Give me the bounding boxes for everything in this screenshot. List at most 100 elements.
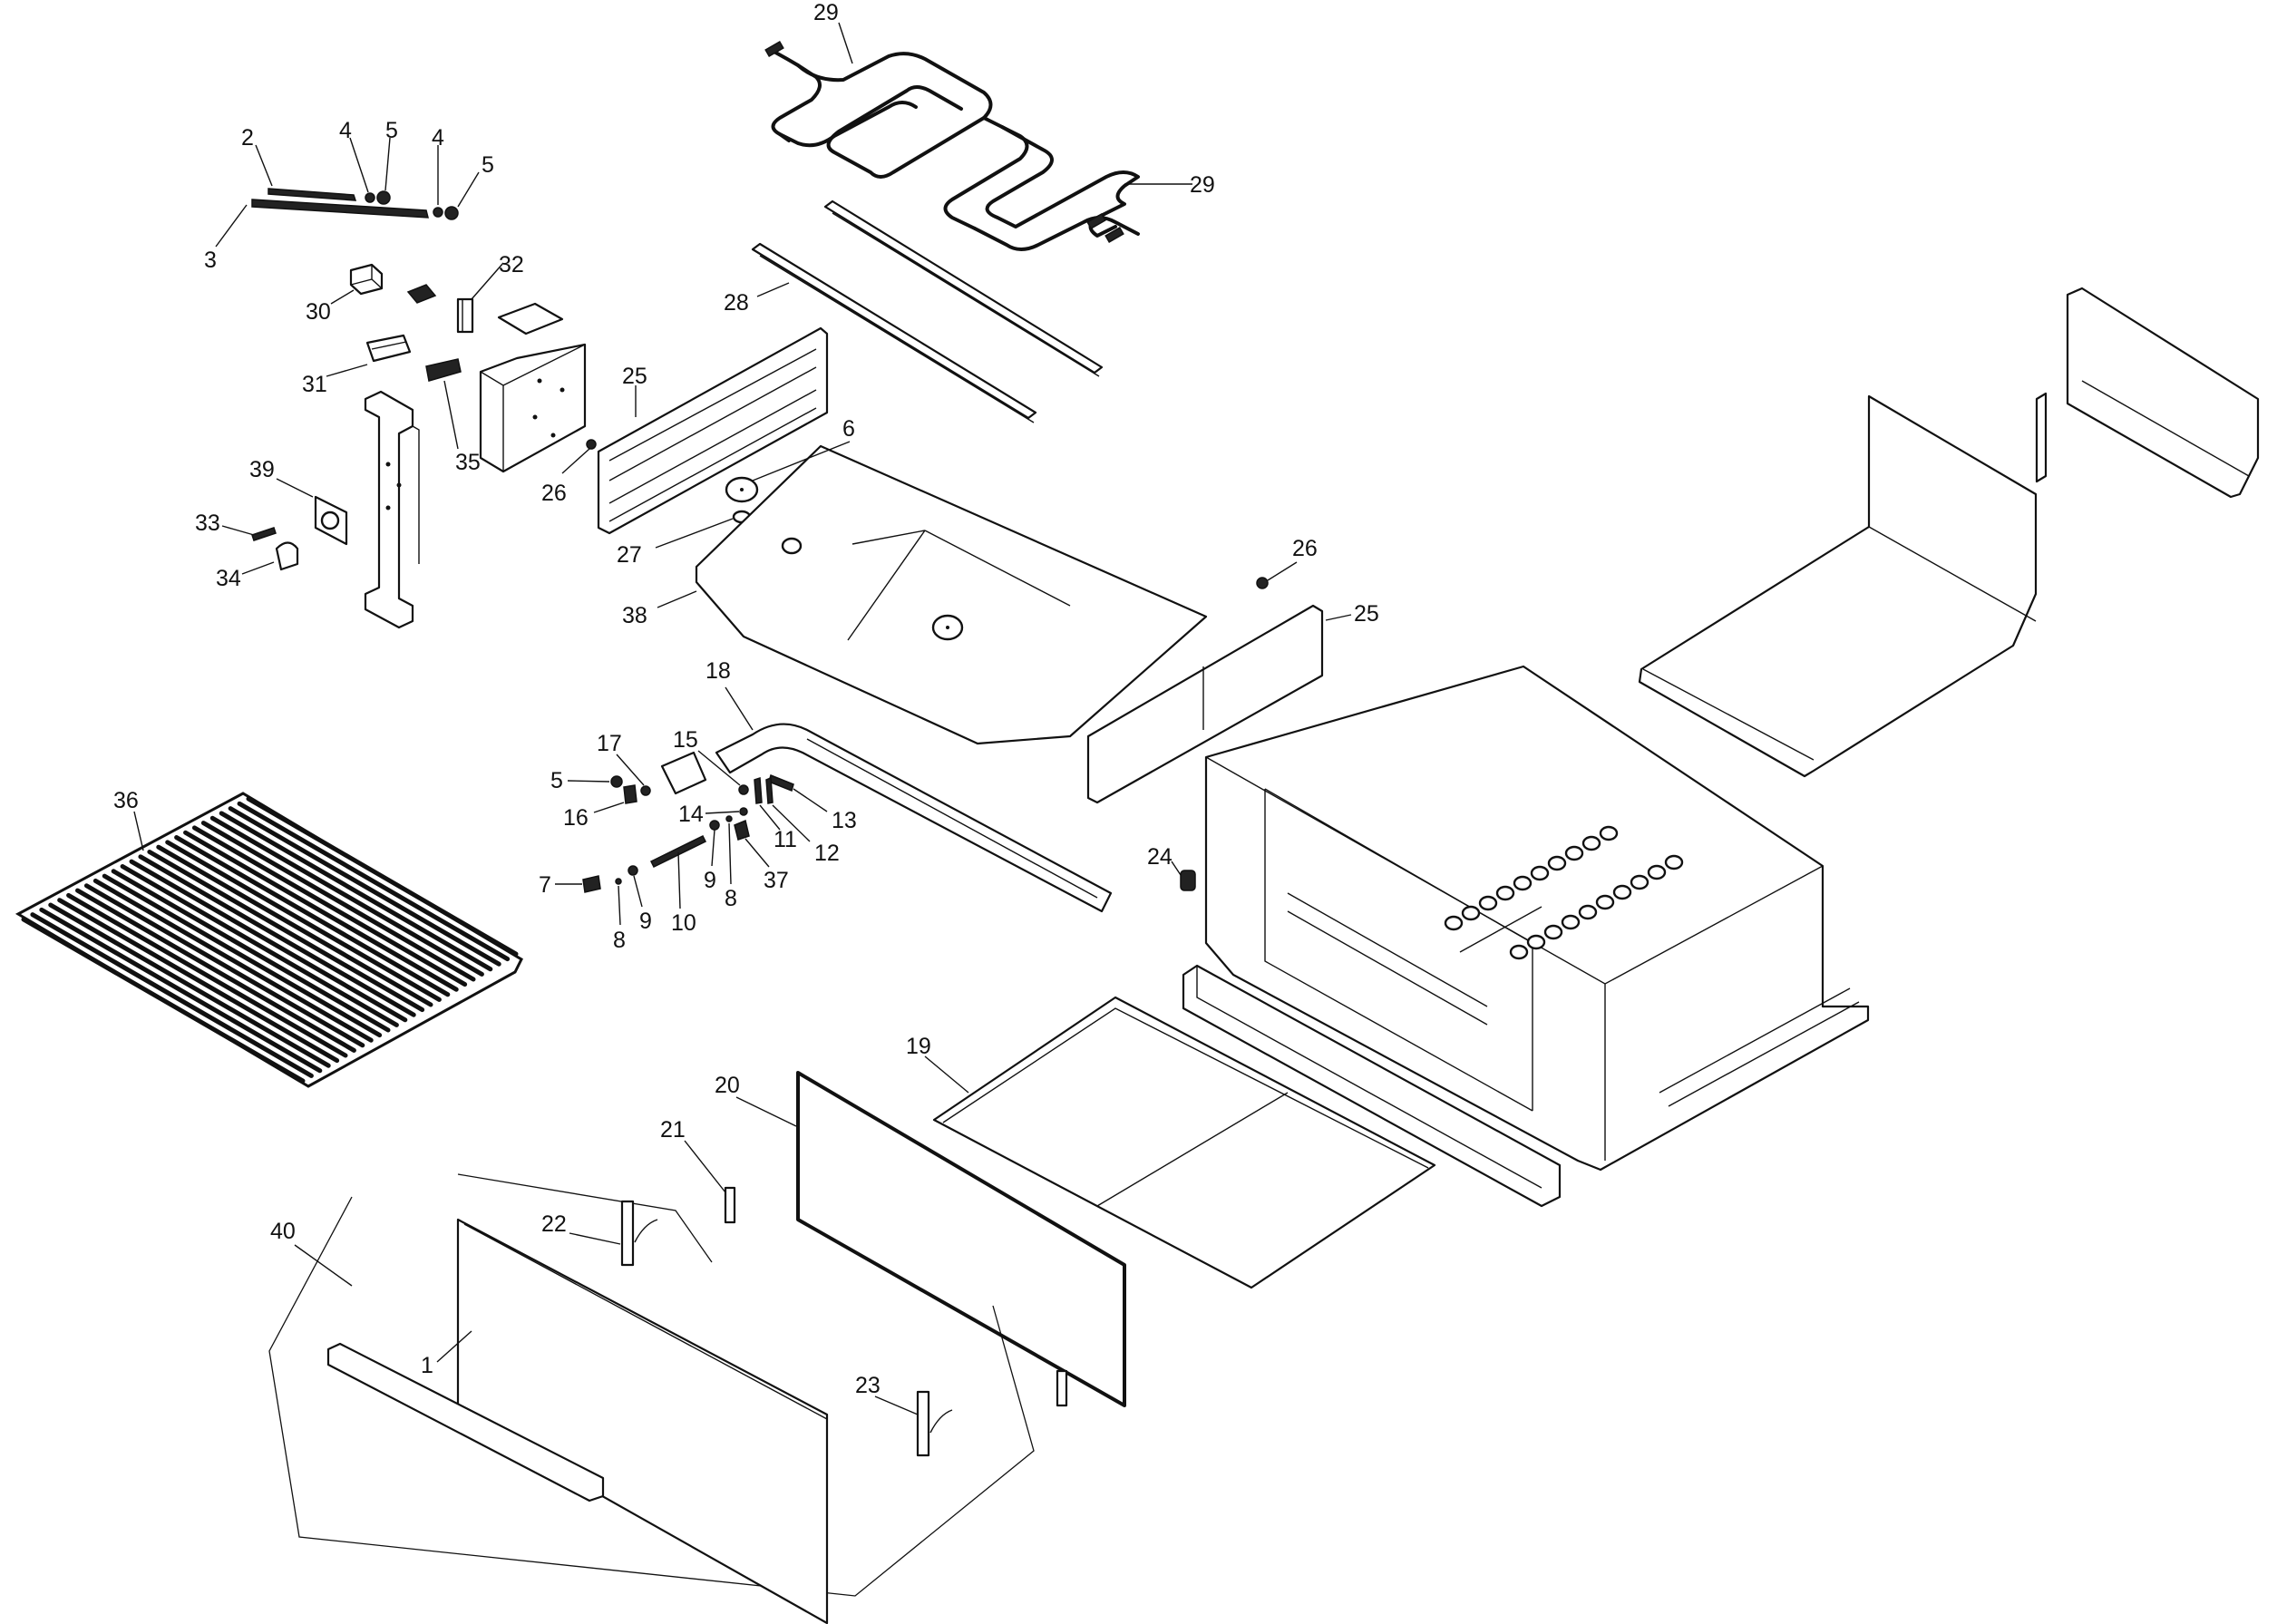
- kick-plate[interactable]: [1182, 964, 1562, 1208]
- callout-5a: 5: [385, 118, 398, 143]
- callout-13: 13: [832, 808, 857, 833]
- bracket-32[interactable]: [456, 297, 474, 334]
- igniter-13[interactable]: [768, 773, 794, 793]
- burner-port: [1599, 825, 1619, 841]
- door-gasket-20[interactable]: [796, 1071, 1126, 1407]
- rack-bar: [66, 892, 348, 1058]
- callout-5b: 5: [482, 152, 494, 178]
- spring-clip-17[interactable]: [640, 785, 651, 796]
- fastener-26-right[interactable]: [1256, 577, 1269, 589]
- fastener-26-left[interactable]: [586, 439, 597, 450]
- hinge-bar-3[interactable]: [251, 199, 429, 219]
- side-rack-guide-25-right[interactable]: [1086, 604, 1324, 804]
- knob-screw-33[interactable]: [251, 527, 277, 541]
- callout-31: 31: [302, 372, 327, 397]
- rack-bar: [191, 825, 468, 987]
- screw-4a[interactable]: [365, 192, 375, 203]
- rack-rail-upper[interactable]: [823, 199, 1104, 377]
- light-lens-6[interactable]: [725, 476, 759, 503]
- callout-1: 1: [421, 1353, 433, 1378]
- burner-port: [1561, 914, 1581, 930]
- washer-9a[interactable]: [709, 820, 720, 831]
- side-rack-guide-25-left[interactable]: [597, 326, 829, 535]
- rack-bar: [39, 907, 323, 1074]
- side-strip[interactable]: [2035, 392, 2048, 483]
- callout-3: 3: [204, 248, 217, 273]
- callout-7: 7: [539, 872, 551, 898]
- relay-30[interactable]: [349, 263, 384, 296]
- door-hinge-22[interactable]: [620, 1200, 658, 1267]
- callout-20: 20: [715, 1073, 740, 1098]
- callout-8b: 8: [613, 928, 626, 953]
- spring-10[interactable]: [649, 834, 707, 869]
- rack-bar: [200, 821, 476, 982]
- burner-port: [1526, 934, 1546, 950]
- screw-15[interactable]: [738, 784, 749, 795]
- mount-plate[interactable]: [497, 302, 564, 335]
- side-panel-upper[interactable]: [2066, 287, 2260, 499]
- burner-port: [1513, 875, 1533, 891]
- callout-22: 22: [541, 1211, 567, 1237]
- burner-ports-row-top: [1444, 825, 1619, 931]
- switch-bezel-39[interactable]: [314, 495, 348, 546]
- hinge-bar-2[interactable]: [268, 188, 357, 201]
- burner-port: [1543, 924, 1563, 940]
- screw-8a[interactable]: [725, 815, 733, 822]
- callout-30: 30: [306, 299, 331, 325]
- rack-bar: [246, 796, 519, 957]
- door-hinge-23[interactable]: [916, 1390, 953, 1457]
- callout-39: 39: [249, 457, 275, 482]
- rack-bar: [83, 883, 365, 1048]
- heating-element-29[interactable]: [764, 41, 1140, 251]
- nut-5a[interactable]: [376, 190, 391, 205]
- rack-bar: [183, 830, 459, 992]
- bracket-12[interactable]: [765, 776, 774, 804]
- orifice-7[interactable]: [582, 875, 601, 893]
- callout-11: 11: [774, 827, 797, 852]
- side-panel-floor[interactable]: [1638, 394, 2038, 778]
- burner-port: [1595, 894, 1615, 910]
- leveling-leg-24[interactable]: [1180, 870, 1196, 891]
- burner-port: [1664, 854, 1684, 870]
- connector-35[interactable]: [425, 358, 462, 382]
- rack-bar: [111, 869, 391, 1033]
- screw-8b[interactable]: [615, 878, 622, 885]
- door-handle-1[interactable]: [326, 1342, 605, 1502]
- oven-rack-36[interactable]: [15, 792, 523, 1088]
- callout-29-right: 29: [1190, 172, 1215, 198]
- hinge-receptacle-lower[interactable]: [1056, 1369, 1068, 1407]
- nut-5b[interactable]: [444, 206, 459, 220]
- callout-23: 23: [855, 1373, 881, 1398]
- rack-bar: [48, 902, 331, 1068]
- callout-9a: 9: [704, 868, 716, 893]
- bracket-small[interactable]: [406, 284, 437, 304]
- burner-port: [1509, 944, 1529, 960]
- callout-27: 27: [617, 542, 642, 568]
- callout-5c: 5: [550, 768, 563, 793]
- washer-9b[interactable]: [628, 865, 638, 876]
- clip-11[interactable]: [754, 776, 763, 804]
- terminal-block-31[interactable]: [365, 334, 412, 363]
- oven-body[interactable]: [1204, 665, 1870, 1172]
- drawer-bottom-19[interactable]: [932, 996, 1436, 1289]
- hinge-receptacle-21[interactable]: [724, 1186, 736, 1224]
- screw-4b[interactable]: [433, 207, 443, 218]
- rack-bar: [156, 844, 433, 1007]
- rack-bar: [102, 873, 383, 1038]
- rack-bar: [209, 815, 484, 977]
- rack-bar: [165, 840, 442, 1002]
- bracket-16[interactable]: [623, 784, 637, 804]
- burner-tube-18[interactable]: [660, 723, 1113, 913]
- control-knob-34[interactable]: [275, 541, 299, 571]
- rack-rail-28[interactable]: [751, 242, 1037, 423]
- door-assembly-40-outline: [268, 1173, 1035, 1597]
- burner-port: [1647, 864, 1667, 880]
- washer-14[interactable]: [739, 807, 748, 816]
- callout-4b: 4: [432, 125, 444, 151]
- control-box[interactable]: [479, 343, 587, 473]
- fitting-37[interactable]: [734, 819, 750, 841]
- control-panel-bracket[interactable]: [364, 390, 420, 629]
- nut-5c[interactable]: [610, 775, 623, 788]
- door-panel[interactable]: [456, 1218, 829, 1624]
- oven-bottom-38[interactable]: [695, 444, 1208, 745]
